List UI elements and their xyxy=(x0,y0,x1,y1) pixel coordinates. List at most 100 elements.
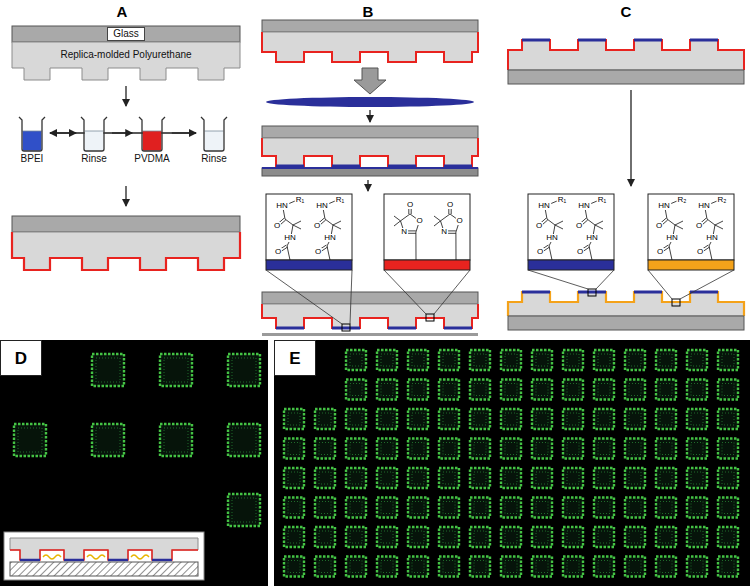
panel-letter: C xyxy=(621,4,632,19)
node-text: PVDMA xyxy=(134,153,170,165)
bond-line xyxy=(394,216,401,221)
fluorescent-square xyxy=(439,350,459,370)
fluorescent-square xyxy=(346,468,366,488)
beaker-liquid xyxy=(143,131,162,150)
fluorescent-speckle xyxy=(598,384,610,396)
fluorescent-square xyxy=(501,439,521,459)
fluorescent-speckle xyxy=(722,472,734,484)
fluorescent-square xyxy=(718,468,738,488)
fluorescent-square xyxy=(656,527,676,547)
fluorescent-speckle xyxy=(536,354,548,366)
beaker-outline xyxy=(81,117,107,151)
fluorescent-speckle xyxy=(691,502,703,514)
fluorescent-square xyxy=(470,498,490,518)
fluorescent-square xyxy=(377,409,397,429)
azlactone-layer-bar xyxy=(384,260,470,270)
amine-layer-bar xyxy=(266,260,352,270)
zoom-marker xyxy=(588,289,596,296)
fluorescent-speckle xyxy=(319,472,331,484)
fluorescent-square xyxy=(470,527,490,547)
fluorescent-speckle xyxy=(350,354,362,366)
fluorescent-square xyxy=(687,498,707,518)
fluorescent-speckle xyxy=(232,498,256,522)
fluorescent-square xyxy=(625,498,645,518)
fluorescent-speckle xyxy=(319,443,331,455)
node-text: BPEI xyxy=(21,153,44,165)
process-arrow xyxy=(125,186,126,206)
bond-line xyxy=(707,219,715,225)
fluorescence-image xyxy=(274,340,750,586)
zoom-marker xyxy=(672,299,680,306)
fluorescent-speckle xyxy=(505,472,517,484)
fluorescent-square xyxy=(346,409,366,429)
fluorescent-square xyxy=(563,468,583,488)
fluorescent-speckle xyxy=(598,502,610,514)
pvdma-coating xyxy=(508,40,744,70)
fluorescent-speckle xyxy=(232,358,256,382)
bond-line xyxy=(595,225,603,229)
pvdma-coating xyxy=(12,232,240,270)
atom-label: R₂ xyxy=(717,196,728,204)
fluorescent-square xyxy=(377,350,397,370)
fluorescent-square xyxy=(501,527,521,547)
glass-label-box: Glass xyxy=(107,27,145,41)
fluorescent-square xyxy=(532,527,552,547)
beaker-liquid xyxy=(85,131,104,150)
fluorescent-speckle xyxy=(536,502,548,514)
fluorescent-speckle xyxy=(474,472,486,484)
fluorescent-speckle xyxy=(474,443,486,455)
fluorescent-speckle xyxy=(288,561,300,573)
atom-label: HN xyxy=(585,234,599,242)
bond-line xyxy=(285,219,293,225)
fluorescent-square xyxy=(315,439,335,459)
fluorescent-square xyxy=(470,557,490,577)
fluorescent-speckle xyxy=(598,354,610,366)
fluorescent-speckle xyxy=(412,384,424,396)
fluorescent-speckle xyxy=(288,472,300,484)
fluorescent-square xyxy=(656,498,676,518)
fluorescent-speckle xyxy=(350,443,362,455)
fluorescent-square xyxy=(408,350,428,370)
glass-slab xyxy=(508,316,744,330)
fluorescent-speckle xyxy=(629,531,641,543)
atom-label: HN xyxy=(315,202,329,210)
atom-label: R₁ xyxy=(557,196,567,204)
fluorescent-square xyxy=(718,498,738,518)
fluorescent-speckle xyxy=(505,502,517,514)
fluorescent-square xyxy=(718,527,738,547)
fluorescent-speckle xyxy=(722,413,734,425)
zoom-marker xyxy=(342,324,350,331)
fluorescent-speckle xyxy=(536,443,548,455)
fluorescent-square xyxy=(408,468,428,488)
fluorescent-square xyxy=(532,498,552,518)
fluorescent-speckle xyxy=(288,443,300,455)
fluorescent-square xyxy=(346,350,366,370)
bond-line xyxy=(549,246,552,260)
bond-line xyxy=(709,246,712,260)
fluorescent-square xyxy=(439,498,459,518)
pvdma-coating xyxy=(262,138,478,166)
fluorescent-speckle xyxy=(536,472,548,484)
atom-label: O xyxy=(695,222,703,230)
fluorescent-speckle xyxy=(381,561,393,573)
atom-label: O xyxy=(446,201,454,209)
bond-line xyxy=(675,221,683,225)
fluorescent-speckle xyxy=(536,384,548,396)
beaker: Rinse xyxy=(198,114,230,165)
fluorescent-speckle xyxy=(505,413,517,425)
fluorescent-square xyxy=(228,354,260,386)
atom-label: O xyxy=(655,222,663,230)
fluorescent-square xyxy=(377,439,397,459)
amine-ink-film xyxy=(266,97,474,107)
bond-line xyxy=(669,246,672,260)
fluorescent-square xyxy=(563,557,583,577)
polyurethane-stamp xyxy=(508,40,744,70)
process-connector xyxy=(50,132,196,133)
fluorescent-speckle xyxy=(567,384,579,396)
fluorescent-speckle xyxy=(350,531,362,543)
fluorescent-square xyxy=(501,380,521,400)
pvdma-coating xyxy=(262,32,478,62)
panel-letter: B xyxy=(363,4,374,19)
fluorescent-square xyxy=(284,498,304,518)
bond-line xyxy=(434,216,441,221)
